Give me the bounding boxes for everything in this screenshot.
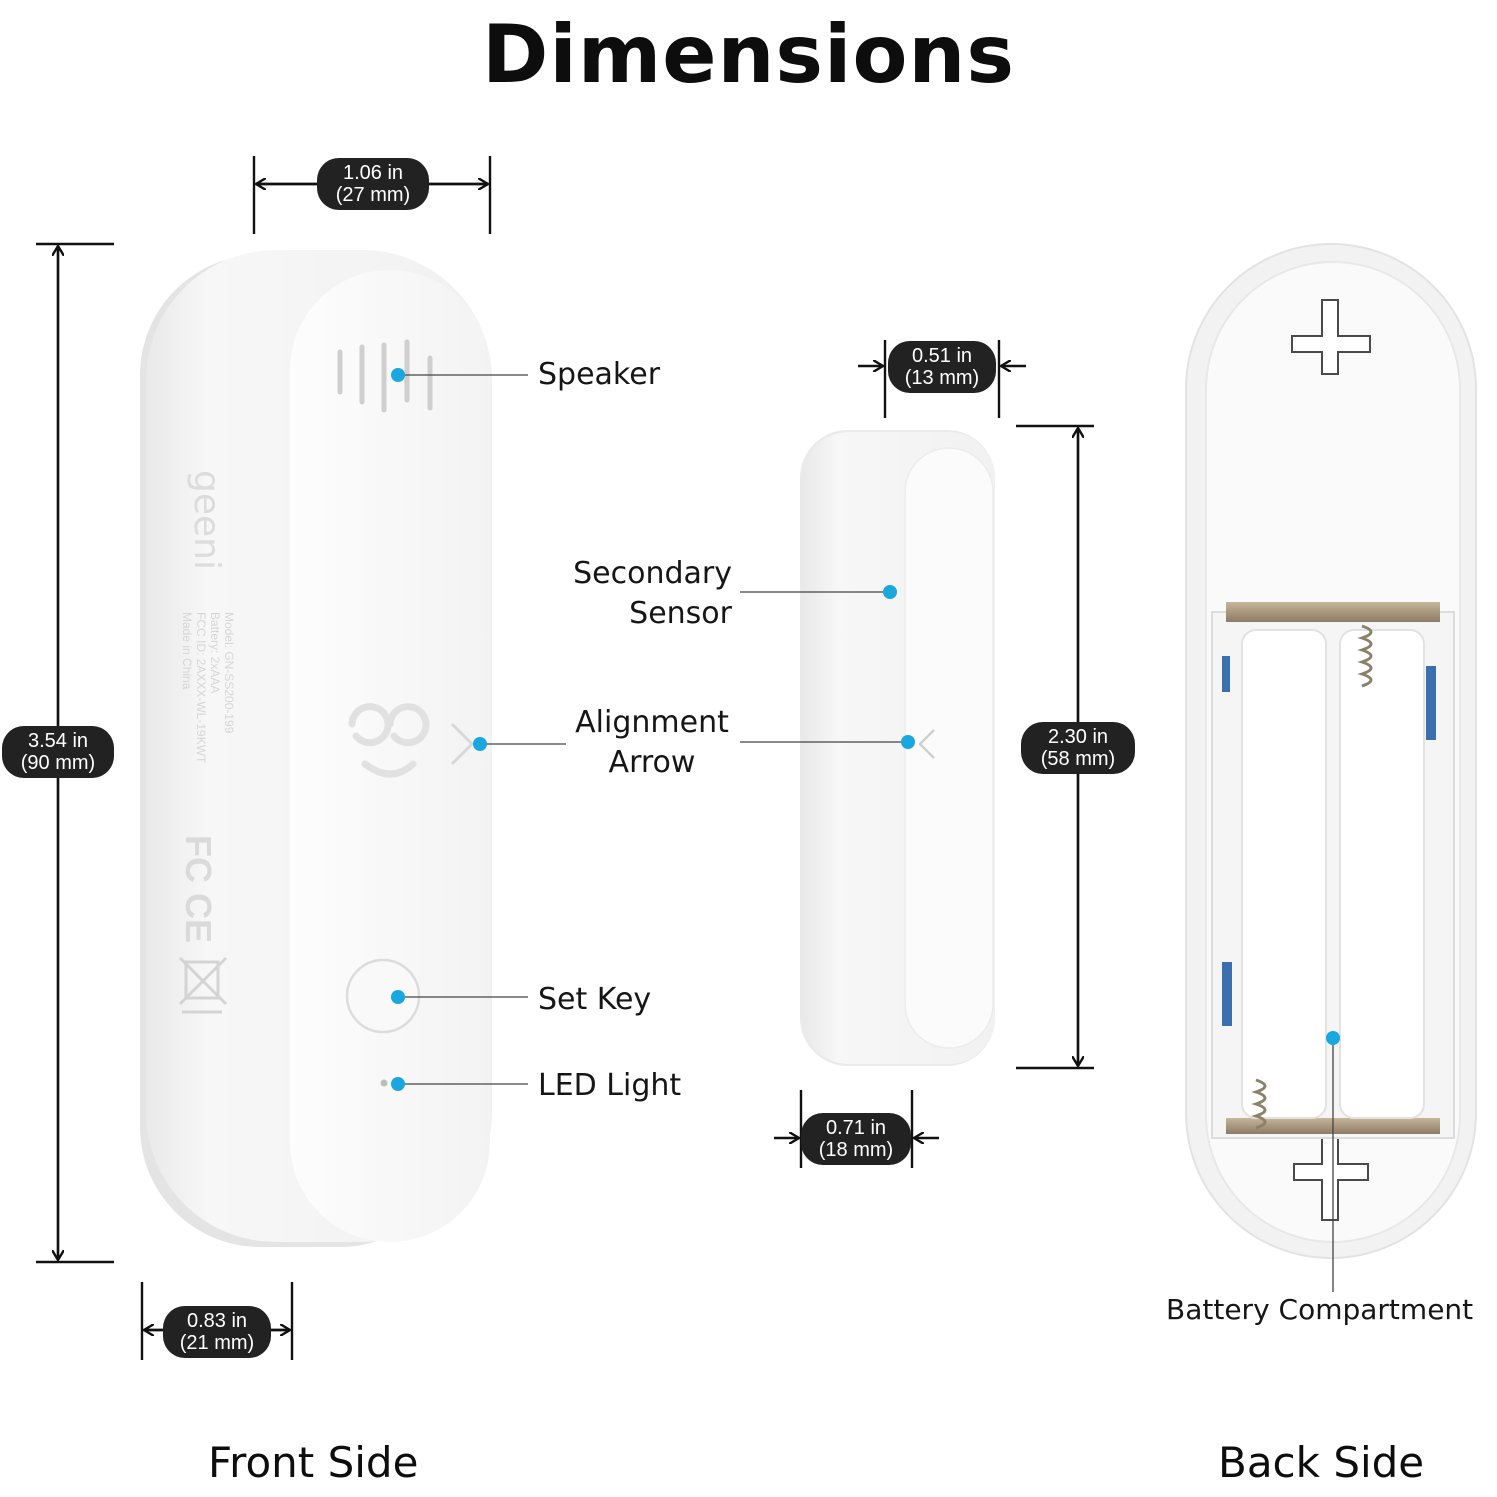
front-depth-label: 0.83 in(21 mm) (163, 1306, 271, 1358)
svg-text:Model: GN-SS200-199: Model: GN-SS200-199 (222, 612, 236, 734)
magnet-depth-label: 0.71 in(18 mm) (801, 1113, 911, 1165)
alignment-arrow-line2: Arrow (608, 745, 696, 780)
alignment-magnet-dot (901, 735, 915, 749)
svg-text:FC CE: FC CE (178, 835, 219, 943)
svg-text:FCC ID: 2AXXX-WL-19KWT: FCC ID: 2AXXX-WL-19KWT (194, 612, 208, 764)
spring-top (1357, 624, 1373, 688)
alignment-front-dot (473, 737, 487, 751)
alignment-arrow-line1: Alignment (575, 705, 729, 740)
front-width-label: 1.06 in(27 mm) (317, 158, 429, 210)
led-indicator (380, 1079, 388, 1087)
page-title: Dimensions (482, 8, 1015, 101)
mounting-slot-bottom (1293, 1137, 1369, 1221)
secondary-sensor-dot (883, 585, 897, 599)
front-sensor: geeni Model: GN-SS200-199 Battery: 2xAAA… (140, 250, 492, 1247)
svg-text:Made in China: Made in China (180, 612, 194, 690)
back-housing (1185, 243, 1477, 1259)
brand-print: geeni (186, 470, 227, 570)
callout-speaker: Speaker (538, 357, 661, 392)
secondary-sensor-line1: Secondary (573, 556, 732, 591)
back-side-label: Back Side (1218, 1438, 1425, 1487)
set-key-button[interactable] (345, 958, 421, 1034)
model-print: Model: GN-SS200-199 Battery: 2xAAA FCC I… (180, 612, 236, 764)
magnet-sensor (800, 430, 995, 1066)
battery-left (1241, 629, 1327, 1119)
magnet-arrow-mark (918, 729, 935, 759)
front-side-label: Front Side (208, 1438, 419, 1487)
callout-dots (391, 368, 1340, 1091)
speaker-grille (337, 339, 433, 413)
battery-right (1339, 629, 1425, 1119)
callout-set-key: Set Key (538, 982, 652, 1017)
face-logo-icon (348, 703, 430, 778)
spring-bottom (1251, 1078, 1267, 1130)
alignment-arrow-mark (450, 722, 475, 766)
secondary-sensor-line2: Sensor (629, 596, 732, 631)
callout-secondary-sensor: Secondary Sensor (540, 554, 732, 634)
speaker-dot (391, 368, 405, 382)
cert-marks: FC CE (178, 835, 219, 943)
callout-battery-compartment: Battery Compartment (1166, 1293, 1474, 1326)
weee-bin-icon (178, 956, 228, 1014)
magnet-width-label: 0.51 in(13 mm) (888, 341, 996, 393)
callout-led-light: LED Light (538, 1068, 682, 1103)
magnet-height-label: 2.30 in(58 mm) (1021, 722, 1135, 774)
battery-dot (1326, 1031, 1340, 1045)
geeni-logo: geeni (186, 470, 227, 570)
front-height-label: 3.54 in(90 mm) (2, 726, 114, 778)
set-key-dot (391, 990, 405, 1004)
svg-text:Battery: 2xAAA: Battery: 2xAAA (208, 612, 222, 693)
led-dot (391, 1077, 405, 1091)
callout-leaders (398, 374, 1334, 1292)
mounting-slot-top (1291, 299, 1371, 375)
callout-alignment-arrow: Alignment Arrow (566, 703, 738, 783)
